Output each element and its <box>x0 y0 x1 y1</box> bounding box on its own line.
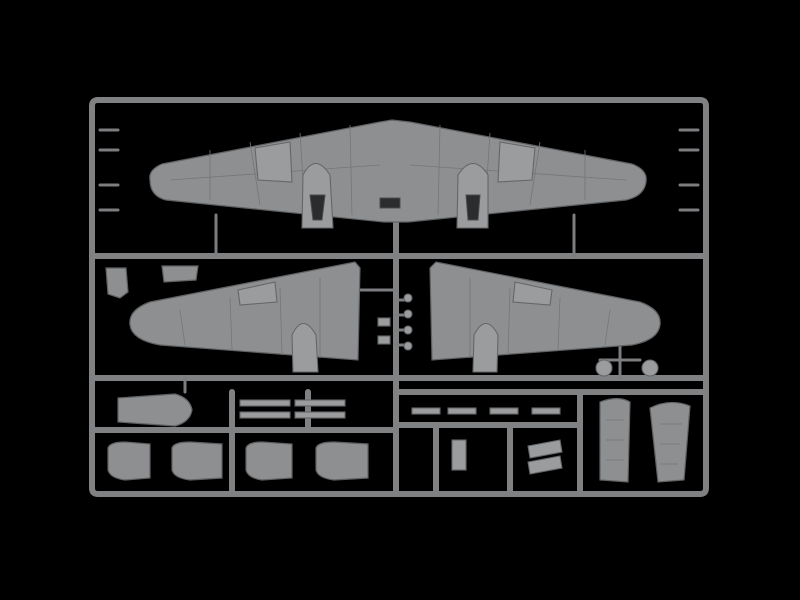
nacelle-parts <box>107 393 369 481</box>
tail-parts <box>595 359 691 483</box>
small-parts-upper-left <box>105 265 413 351</box>
lower-wing-left-part <box>129 261 361 373</box>
sprue-frame <box>89 97 709 497</box>
lower-wing-right-part <box>429 261 661 373</box>
strut-parts <box>239 399 563 475</box>
upper-wing-part <box>149 119 647 229</box>
